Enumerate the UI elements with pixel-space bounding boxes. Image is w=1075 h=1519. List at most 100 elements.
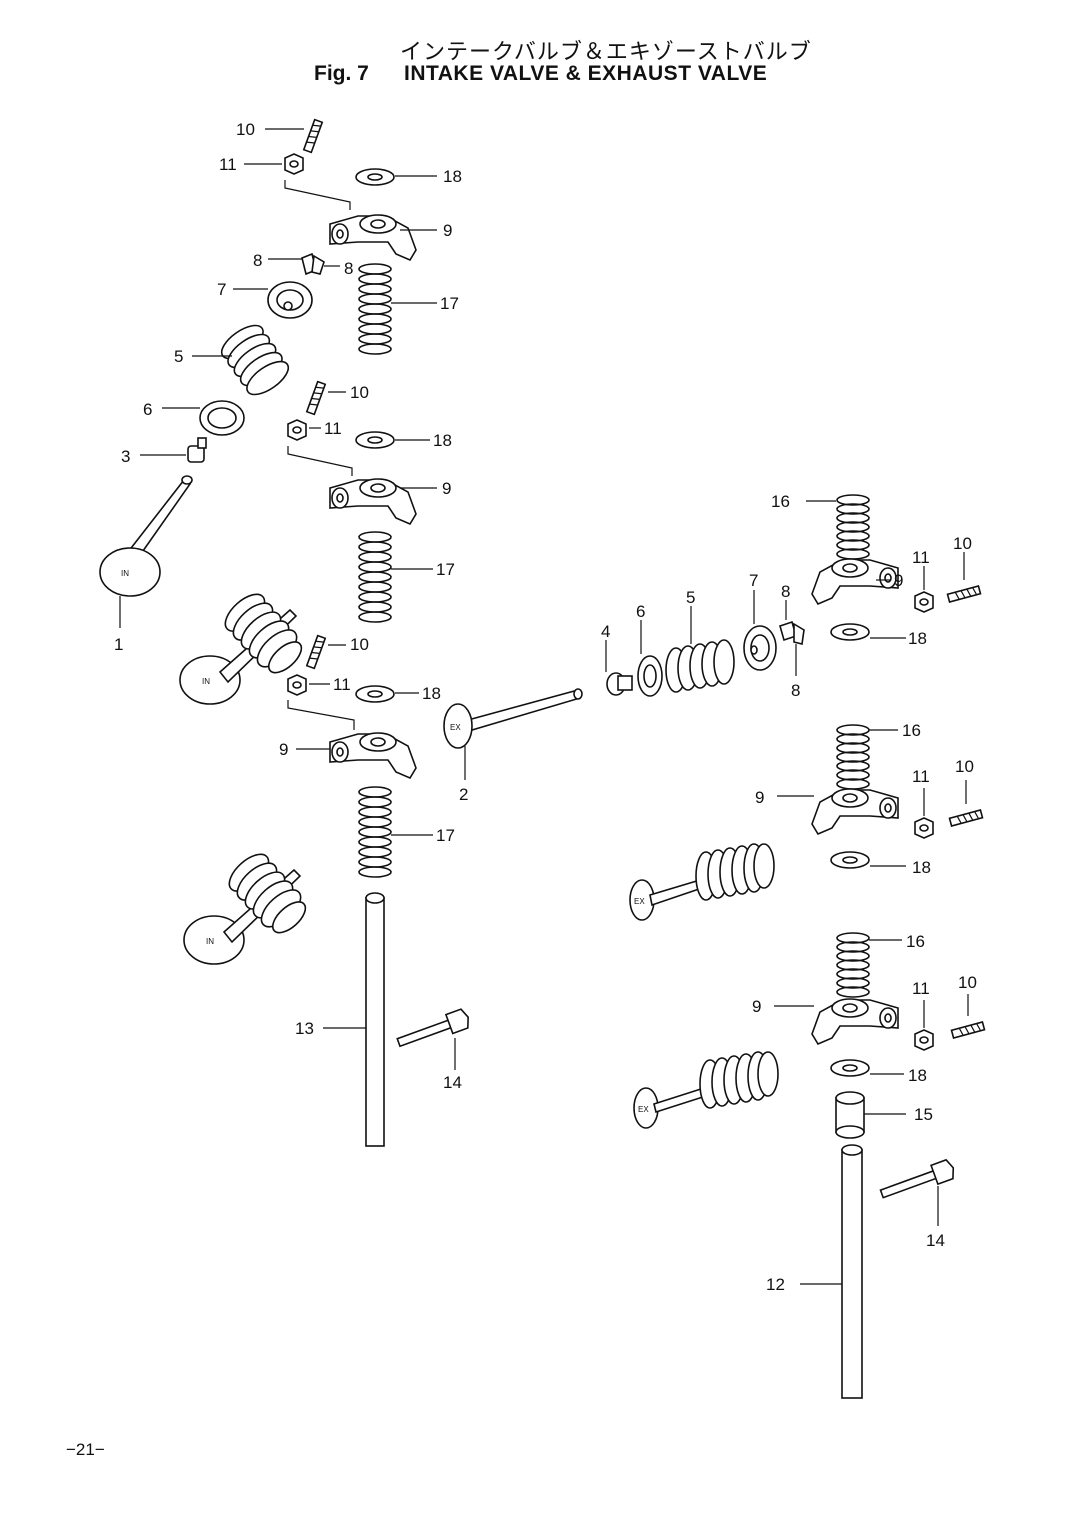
adjusting-screw (302, 118, 324, 154)
push-rod-intake (365, 892, 385, 1147)
rocker-spring (358, 263, 392, 356)
callout-10: 10 (236, 120, 255, 139)
exhaust-valve-assembly: EX (633, 1051, 779, 1129)
exhaust-rocker-washer (830, 1059, 870, 1077)
rocker-washer (355, 685, 395, 703)
rocker-washer (355, 168, 395, 186)
callout-9: 9 (894, 571, 903, 590)
rocker-washer (355, 431, 395, 449)
exhaust-lock-nut (914, 591, 934, 613)
callout-17: 17 (440, 294, 459, 313)
callout-18: 18 (433, 431, 452, 450)
adjusting-screw (305, 380, 327, 416)
callout-14: 14 (443, 1073, 462, 1092)
rocker-arm (329, 214, 417, 261)
lock-nut (287, 419, 307, 441)
exhaust-rocker-arm (811, 788, 899, 835)
exhaust-valve-mark: EX (450, 723, 461, 732)
exhaust-valve-assembly: EX (629, 843, 775, 921)
callout-4: 4 (601, 622, 610, 641)
rocker-spring (358, 531, 392, 624)
intake-valve-assembly: IN (183, 846, 315, 965)
callout-5: 5 (174, 347, 183, 366)
spring-seat (199, 400, 245, 436)
callout-18: 18 (443, 167, 462, 186)
diagram-title-english: INTAKE VALVE & EXHAUST VALVE (404, 62, 768, 85)
callout-9: 9 (755, 788, 764, 807)
exhaust-valve-cotter (779, 620, 805, 645)
lock-nut (284, 153, 304, 175)
callout-9: 9 (279, 740, 288, 759)
exhaust-rocker-washer (830, 851, 870, 869)
exhaust-lock-nut (914, 1029, 934, 1051)
rocker-shaft-bolt (396, 1008, 469, 1048)
exhaust-assembly-mark: EX (634, 897, 645, 906)
rocker-spring (358, 786, 392, 879)
callout-8: 8 (791, 681, 800, 700)
callout-3: 3 (121, 447, 130, 466)
callout-11: 11 (219, 155, 237, 174)
callout-18: 18 (912, 858, 931, 877)
exhaust-assembly-mark: EX (638, 1105, 649, 1114)
rocker-arm (329, 732, 417, 779)
tappet (835, 1091, 865, 1139)
rocker-shaft-bolt (879, 1158, 955, 1199)
callout-18: 18 (908, 629, 927, 648)
exhaust-rocker-spring (836, 724, 870, 790)
exhaust-adjusting-screw (948, 809, 984, 827)
exhaust-valve-spring (665, 639, 735, 693)
exhaust-rocker-washer (830, 623, 870, 641)
exhaust-spring-seat (637, 655, 663, 697)
callout-16: 16 (906, 932, 925, 951)
rocker-arm (329, 478, 417, 525)
intake-assembly-mark: IN (206, 937, 214, 946)
page-number: −21− (66, 1440, 105, 1459)
callout-17: 17 (436, 560, 455, 579)
exhaust-adjusting-screw (946, 585, 982, 603)
callout-9: 9 (442, 479, 451, 498)
intake-valve-assembly: IN (179, 586, 311, 705)
intake-assembly-mark: IN (202, 677, 210, 686)
callout-11: 11 (333, 675, 351, 694)
callout-5: 5 (686, 588, 695, 607)
callout-11: 11 (912, 979, 930, 998)
lock-nut (287, 674, 307, 696)
callout-15: 15 (914, 1105, 933, 1124)
callout-6: 6 (636, 602, 645, 621)
exhaust-valve: EX (443, 688, 583, 749)
callout-11: 11 (324, 419, 342, 438)
exhaust-rocker-arm (811, 998, 899, 1045)
valve-cotter (301, 252, 325, 276)
callout-8: 8 (253, 251, 262, 270)
callout-11: 11 (912, 767, 930, 786)
callout-7: 7 (749, 571, 758, 590)
exhaust-collet (606, 672, 633, 696)
adjusting-screw (305, 634, 327, 670)
callout-1: 1 (114, 635, 123, 654)
exhaust-adjusting-screw (950, 1021, 986, 1039)
callout-18: 18 (422, 684, 441, 703)
exhaust-spring-retainer (743, 625, 777, 671)
callout-6: 6 (143, 400, 152, 419)
callout-16: 16 (902, 721, 921, 740)
callout-10: 10 (955, 757, 974, 776)
callout-10: 10 (958, 973, 977, 992)
callout-10: 10 (350, 635, 369, 654)
callout-16: 16 (771, 492, 790, 511)
exhaust-rocker-spring (836, 494, 870, 560)
callout-8: 8 (344, 259, 353, 278)
callout-12: 12 (766, 1275, 785, 1294)
figure-number: Fig. 7 (314, 62, 369, 85)
valve-collet (187, 437, 207, 463)
callout-11: 11 (912, 548, 930, 567)
callout-9: 9 (752, 997, 761, 1016)
callout-13: 13 (295, 1019, 314, 1038)
exhaust-rocker-spring (836, 932, 870, 998)
callout-14: 14 (926, 1231, 945, 1250)
intake-valve: IN (99, 475, 193, 597)
spring-retainer (267, 281, 313, 319)
callout-10: 10 (953, 534, 972, 553)
callout-2: 2 (459, 785, 468, 804)
callout-9: 9 (443, 221, 452, 240)
callout-18: 18 (908, 1066, 927, 1085)
